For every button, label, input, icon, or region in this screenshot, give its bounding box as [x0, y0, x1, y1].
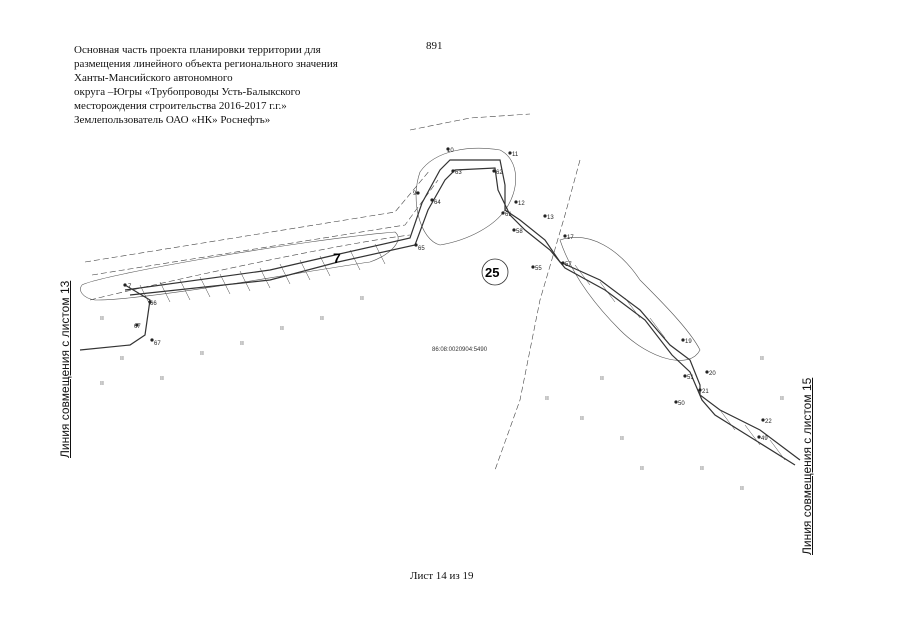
svg-text:ıı: ıı [360, 295, 364, 302]
contour-line [409, 113, 531, 131]
sheet-footer: Лист 14 из 19 [410, 570, 474, 582]
point-label: 20 [709, 371, 716, 377]
point-label: 57 [565, 262, 572, 268]
point-label: 67 [134, 324, 141, 330]
area-outline [80, 231, 399, 301]
header-line: Основная часть проекта планировки террит… [74, 44, 321, 56]
cadastral-number: 86:08:0020904:5490 [432, 347, 488, 353]
svg-text:ıı: ıı [580, 415, 584, 422]
right-join-line-label: Линия совмещения с листом 15 [800, 377, 814, 555]
contour-line [494, 159, 581, 471]
section-circle [481, 258, 509, 286]
route-line [129, 167, 796, 466]
header-line: округа –Югры «Трубопроводы Усть-Балыкско… [74, 86, 301, 98]
svg-text:ıı: ıı [740, 485, 744, 492]
svg-text:ıı: ıı [600, 375, 604, 382]
point-label: 22 [765, 419, 772, 425]
svg-text:ıı: ıı [545, 395, 549, 402]
svg-text:ıı: ıı [620, 435, 624, 442]
contour-line [84, 169, 431, 263]
header-line: размещения линейного объекта регионально… [74, 58, 338, 70]
point-label: 51 [687, 375, 694, 381]
vegetation-outline [80, 147, 701, 361]
point-label: 50 [678, 401, 685, 407]
svg-text:ıı: ıı [240, 340, 244, 347]
point-label: 17 [567, 235, 574, 241]
header-line: Ханты-Мансийского автономного [74, 72, 233, 84]
header-line: месторождения строительства 2016-2017 г.… [74, 100, 287, 112]
point-label: 12 [518, 201, 525, 207]
page-number: 891 [426, 40, 443, 52]
section-label: 25 [485, 265, 499, 280]
area-outline [559, 237, 701, 361]
point-label: 67 [154, 341, 161, 347]
point-label: 64 [434, 200, 441, 206]
point-label: 10 [447, 148, 454, 154]
point-label: 19 [685, 339, 692, 345]
svg-text:ıı: ıı [320, 315, 324, 322]
svg-text:ıı: ıı [120, 355, 124, 362]
point-label: 65 [418, 246, 425, 252]
svg-text:ıı: ıı [100, 315, 104, 322]
sheet-mark: 7 [333, 250, 341, 266]
svg-text:ıı: ıı [780, 395, 784, 402]
route-line [79, 284, 151, 351]
point-label: 55 [535, 266, 542, 272]
point-label: 61 [505, 212, 512, 218]
terrain-marks: ıı ıı ıı ıı ıı ıı ıı ıı ıı ıı ıı ıı ıı ıı ıı ıı ıı ı… [100, 295, 784, 492]
point-markers [123, 147, 765, 439]
point-label: 13 [547, 215, 554, 221]
point-labels: 7 66 67 67 10 11 63 62 64 9 65 12 61 13 … [128, 148, 772, 442]
left-join-line-label: Линия совмещения с листом 13 [58, 280, 72, 458]
header-line: Землепользователь ОАО «НК» Роснефть» [74, 114, 271, 126]
svg-text:ıı: ıı [640, 465, 644, 472]
contour-line [89, 234, 411, 301]
point-label: 21 [702, 389, 709, 395]
point-label: 9 [413, 191, 417, 197]
svg-text:ıı: ıı [160, 375, 164, 382]
point-label: 7 [128, 284, 132, 290]
svg-text:ıı: ıı [760, 355, 764, 362]
svg-text:ıı: ıı [100, 380, 104, 387]
point-label: 58 [516, 229, 523, 235]
svg-text:ıı: ıı [200, 350, 204, 357]
point-label: 66 [150, 301, 157, 307]
point-label: 62 [496, 170, 503, 176]
point-label: 11 [512, 152, 519, 158]
point-label: 49 [761, 436, 768, 442]
contour-line [91, 179, 439, 276]
document-header: Основная часть проекта планировки террит… [74, 43, 414, 127]
route-line [124, 159, 801, 461]
hatch-marks [139, 243, 786, 461]
svg-text:ıı: ıı [700, 465, 704, 472]
svg-text:ıı: ıı [280, 325, 284, 332]
point-label: 63 [455, 170, 462, 176]
